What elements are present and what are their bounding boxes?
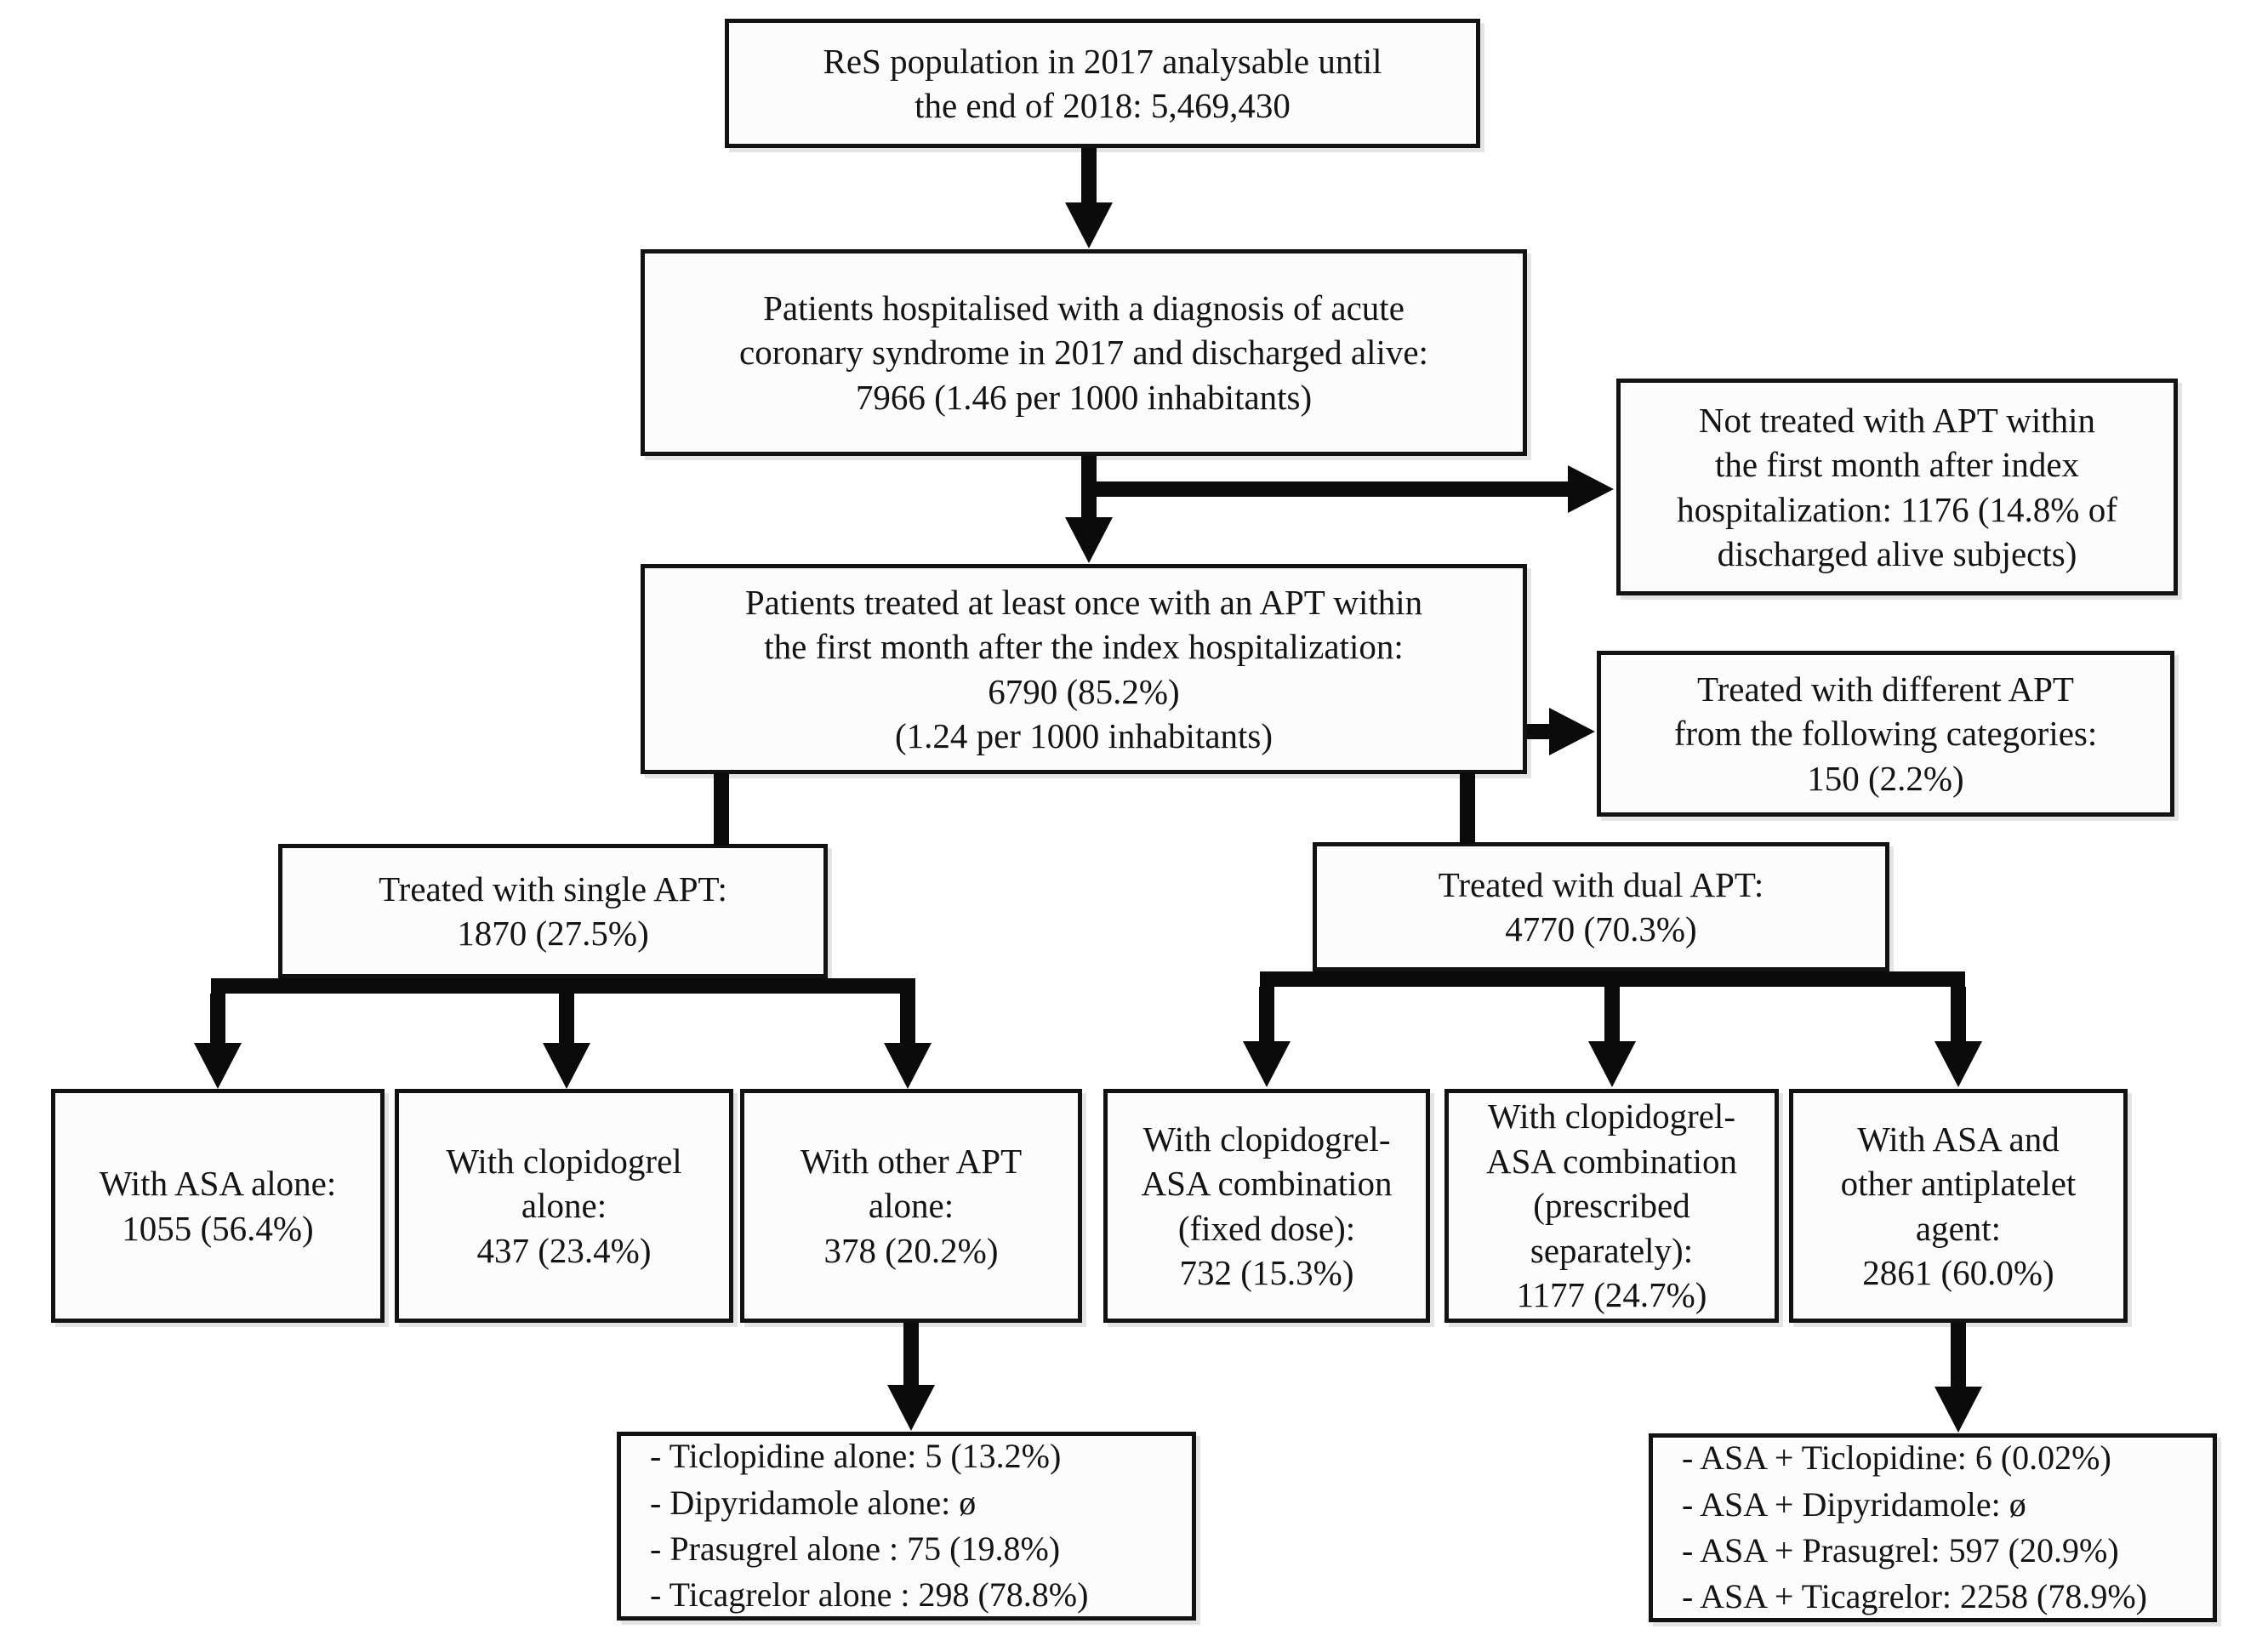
box-res-population: ReS population in 2017 analysable until … <box>725 19 1480 148</box>
box-asa-alone: With ASA alone: 1055 (56.4%) <box>51 1089 385 1323</box>
box-clopidogrel-alone: With clopidogrel alone: 437 (23.4%) <box>395 1089 733 1323</box>
arrow-to-asa-alone-head <box>194 1043 242 1089</box>
box-clopidogrel-alone-text: With clopidogrel alone: 437 (23.4%) <box>446 1141 682 1270</box>
box-clop-asa-fixed: With clopidogrel- ASA combination (fixed… <box>1103 1089 1430 1323</box>
arrow-to-not-treated-line <box>1081 481 1570 497</box>
box-clop-asa-separate-text: With clopidogrel- ASA combination (presc… <box>1486 1097 1737 1315</box>
box-asa-other-agent-text: With ASA and other antiplatelet agent: 2… <box>1840 1119 2077 1292</box>
arrow-to-asa-other-agent-head <box>1934 1041 1982 1087</box>
connector-single-distributor-bar <box>211 978 915 994</box>
arrow-to-different-apt-head <box>1549 708 1595 755</box>
arrow-to-other-apt-alone-line <box>900 994 915 1046</box>
box-other-apt-alone: With other APT alone: 378 (20.2%) <box>740 1089 1082 1323</box>
box-clop-asa-fixed-text: With clopidogrel- ASA combination (fixed… <box>1141 1119 1393 1292</box>
box-dual-apt-detail: - ASA + Ticlopidine: 6 (0.02%) - ASA + D… <box>1649 1433 2217 1622</box>
arrow-res-to-hospitalised-head <box>1065 202 1113 248</box>
box-hospitalised-text: Patients hospitalised with a diagnosis o… <box>739 288 1428 417</box>
box-different-apt-text: Treated with different APT from the foll… <box>1673 669 2098 798</box>
arrow-to-clop-asa-fixed-head <box>1243 1041 1291 1087</box>
arrow-to-asa-other-agent-line <box>1951 987 1966 1043</box>
arrow-to-different-apt-line <box>1527 724 1551 739</box>
arrow-to-clopidogrel-alone-head <box>543 1043 590 1089</box>
box-single-apt-text: Treated with single APT: 1870 (27.5%) <box>379 869 727 953</box>
arrow-hospitalised-to-treated-head <box>1065 517 1113 563</box>
box-asa-alone-text: With ASA alone: 1055 (56.4%) <box>99 1164 337 1248</box>
box-different-apt: Treated with different APT from the foll… <box>1597 651 2174 817</box>
arrow-to-clop-asa-separate-head <box>1588 1041 1636 1087</box>
arrow-to-clop-asa-separate-line <box>1604 987 1620 1043</box>
box-single-apt-detail-text: - Ticlopidine alone: 5 (13.2%) - Dipyrid… <box>650 1437 1089 1615</box>
box-other-apt-alone-text: With other APT alone: 378 (20.2%) <box>800 1141 1023 1270</box>
box-treated-apt-text: Patients treated at least once with an A… <box>744 582 1423 755</box>
arrow-to-single-detail-line <box>903 1323 919 1387</box>
connector-treated-to-dual <box>1460 772 1475 844</box>
connector-treated-to-single <box>714 772 729 846</box>
box-treated-apt: Patients treated at least once with an A… <box>641 564 1527 774</box>
arrow-to-asa-alone-line <box>210 994 225 1046</box>
arrow-res-to-hospitalised-line <box>1081 148 1097 206</box>
connector-dual-distributor-bar <box>1260 971 1965 987</box>
box-res-population-text: ReS population in 2017 analysable until … <box>823 41 1382 125</box>
box-hospitalised: Patients hospitalised with a diagnosis o… <box>641 249 1527 456</box>
box-not-treated-text: Not treated with APT within the first mo… <box>1677 400 2117 573</box>
arrow-to-clopidogrel-alone-line <box>559 994 574 1046</box>
arrow-to-dual-detail-head <box>1934 1387 1982 1433</box>
box-dual-apt-text: Treated with dual APT: 4770 (70.3%) <box>1438 864 1764 948</box>
box-asa-other-agent: With ASA and other antiplatelet agent: 2… <box>1789 1089 2128 1323</box>
box-dual-apt: Treated with dual APT: 4770 (70.3%) <box>1313 842 1889 971</box>
box-dual-apt-detail-text: - ASA + Ticlopidine: 6 (0.02%) - ASA + D… <box>1682 1438 2147 1616</box>
arrow-to-not-treated-head <box>1568 465 1614 513</box>
arrow-to-clop-asa-fixed-line <box>1259 987 1274 1043</box>
arrow-to-single-detail-head <box>887 1385 935 1431</box>
arrow-to-other-apt-alone-head <box>884 1043 932 1089</box>
box-single-apt-detail: - Ticlopidine alone: 5 (13.2%) - Dipyrid… <box>617 1432 1196 1621</box>
box-not-treated: Not treated with APT within the first mo… <box>1616 379 2178 595</box>
box-single-apt: Treated with single APT: 1870 (27.5%) <box>278 844 828 978</box>
arrow-to-dual-detail-line <box>1951 1323 1966 1388</box>
box-clop-asa-separate: With clopidogrel- ASA combination (presc… <box>1444 1089 1779 1323</box>
